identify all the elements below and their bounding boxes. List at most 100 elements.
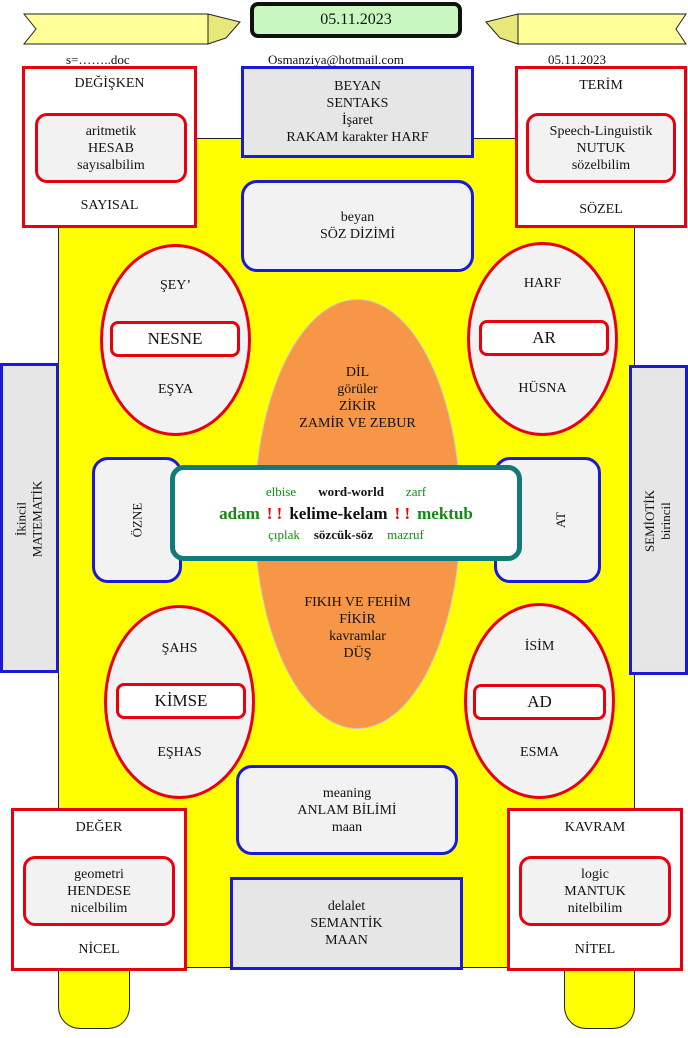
semantik-line: delalet bbox=[327, 899, 366, 914]
fikih-line: kavramlar bbox=[329, 629, 386, 644]
ellipse-ad: İSİM AD ESMA bbox=[464, 603, 615, 799]
fikih-line: FIKIH VE FEHİM bbox=[304, 595, 411, 610]
row2-left: adam bbox=[219, 504, 260, 523]
deger-bottom: NİCEL bbox=[78, 942, 120, 957]
ozne-label: ÖZNE bbox=[128, 502, 144, 538]
row2: adam ! ! kelime-kelam ! ! mektub bbox=[175, 504, 517, 524]
inner-line: geometri bbox=[74, 866, 124, 882]
matematik-line2: MATEMATİK bbox=[29, 480, 44, 558]
file-label: s=……..doc bbox=[66, 52, 130, 67]
fikih-text: FIKIH VE FEHİM FİKİR kavramlar DÜŞ bbox=[254, 594, 461, 662]
degisken-title: DEĞİŞKEN bbox=[74, 76, 145, 91]
ellipse-ad-top: İSİM bbox=[524, 639, 555, 654]
row1-right: zarf bbox=[405, 484, 427, 499]
dil-line: ZAMİR VE ZEBUR bbox=[299, 416, 416, 431]
ozne-box: ÖZNE bbox=[92, 457, 182, 583]
beyan-line: RAKAM karakter HARF bbox=[286, 130, 429, 145]
kavram-box: KAVRAM logic MANTUK nitelbilim NİTEL bbox=[507, 808, 683, 971]
dil-text: DİL görüler ZİKİR ZAMİR VE ZEBUR bbox=[254, 364, 461, 432]
date-right-label: 05.11.2023 bbox=[548, 52, 607, 67]
row3-right: mazruf bbox=[387, 527, 424, 542]
dil-line: görüler bbox=[337, 382, 378, 397]
inner-line: NUTUK bbox=[576, 140, 626, 156]
at-label-wrap: AT bbox=[529, 510, 593, 530]
ellipse-ar-top: HARF bbox=[523, 276, 562, 291]
soz-line: SÖZ DİZİMİ bbox=[319, 227, 396, 242]
matematik-line1: İkincil bbox=[13, 502, 28, 536]
anlam-line: maan bbox=[331, 819, 363, 835]
inner-line: sayısalbilim bbox=[77, 157, 145, 173]
dil-line: DİL bbox=[345, 365, 370, 380]
deger-title: DEĞER bbox=[75, 820, 123, 835]
inner-line: MANTUK bbox=[564, 883, 626, 899]
kavram-bottom: NİTEL bbox=[574, 942, 616, 957]
kavram-title: KAVRAM bbox=[564, 820, 626, 835]
row1-middle: word-world bbox=[318, 484, 384, 499]
dil-line: ZİKİR bbox=[338, 399, 377, 414]
ellipse-kimse-label: KİMSE bbox=[116, 683, 246, 719]
beyan-line: İşaret bbox=[341, 113, 374, 128]
ozne-label-wrap: ÖZNE bbox=[105, 503, 169, 538]
beyan-box: BEYAN SENTAKS İşaret RAKAM karakter HARF bbox=[241, 66, 474, 158]
date-box-text: 05.11.2023 bbox=[320, 11, 392, 28]
row2-excl2: ! ! bbox=[394, 504, 411, 523]
ellipse-ad-label: AD bbox=[473, 684, 606, 720]
soz-line: beyan bbox=[340, 210, 375, 225]
terim-inner: Speech-Linguistik NUTUK sözelbilim bbox=[526, 113, 676, 183]
ellipse-nesne-label: NESNE bbox=[110, 321, 240, 357]
at-label: AT bbox=[552, 512, 568, 528]
semiotik-line2: birincil bbox=[657, 502, 673, 540]
semantik-line: SEMANTİK bbox=[310, 916, 383, 931]
ellipse-ar-label: AR bbox=[479, 320, 609, 356]
inner-line: aritmetik bbox=[85, 123, 137, 139]
terim-bottom: SÖZEL bbox=[579, 202, 623, 217]
semiotik-side-box: SEMİOTİK birincil bbox=[629, 365, 688, 675]
ellipse-kimse-bottom: EŞHAS bbox=[157, 745, 202, 760]
fikih-line: DÜŞ bbox=[343, 646, 372, 661]
ellipse-kimse-top: ŞAHS bbox=[161, 641, 198, 656]
anlam-line: meaning bbox=[322, 785, 372, 801]
inner-line: HESAB bbox=[88, 140, 134, 156]
degisken-inner: aritmetik HESAB sayısalbilim bbox=[35, 113, 187, 183]
date-box: 05.11.2023 bbox=[250, 2, 462, 38]
row3-middle: sözcük-söz bbox=[313, 527, 374, 542]
ellipse-ar-bottom: HÜSNA bbox=[518, 381, 567, 396]
inner-line: logic bbox=[581, 866, 609, 882]
beyan-line: SENTAKS bbox=[326, 96, 389, 111]
row2-right: mektub bbox=[417, 504, 473, 523]
fikih-line: FİKİR bbox=[339, 612, 376, 627]
yellow-leg-left bbox=[58, 967, 130, 1029]
row3-left: çıplak bbox=[268, 527, 300, 542]
banner-right-decoration bbox=[485, 13, 687, 45]
semiotik-line1: SEMİOTİK bbox=[641, 489, 657, 553]
degisken-bottom: SAYISAL bbox=[80, 198, 139, 213]
ellipse-nesne-bottom: EŞYA bbox=[157, 382, 193, 397]
terim-box: TERİM Speech-Linguistik NUTUK sözelbilim… bbox=[515, 66, 687, 228]
matematik-side-box: İkincil MATEMATİK bbox=[0, 363, 59, 673]
yellow-leg-right bbox=[564, 967, 635, 1029]
row2-excl1: ! ! bbox=[266, 504, 283, 523]
ellipse-nesne: ŞEY’ NESNE EŞYA bbox=[100, 244, 251, 436]
ellipse-kimse: ŞAHS KİMSE EŞHAS bbox=[104, 605, 255, 799]
row1: elbise word-world zarf bbox=[175, 484, 517, 500]
deger-box: DEĞER geometri HENDESE nicelbilim NİCEL bbox=[11, 808, 187, 971]
ellipse-ad-bottom: ESMA bbox=[520, 745, 559, 760]
ellipse-nesne-top: ŞEY’ bbox=[159, 278, 192, 293]
ellipse-ar: HARF AR HÜSNA bbox=[467, 242, 618, 436]
email-label: Osmanziya@hotmail.com bbox=[268, 52, 404, 67]
inner-line: nitelbilim bbox=[567, 900, 623, 916]
semantik-box: delalet SEMANTİK MAAN bbox=[230, 877, 463, 970]
terim-title: TERİM bbox=[579, 78, 623, 93]
row2-middle: kelime-kelam bbox=[289, 504, 388, 523]
kelime-kelam-box: elbise word-world zarf adam ! ! kelime-k… bbox=[170, 465, 522, 561]
inner-line: HENDESE bbox=[67, 883, 131, 899]
semantik-line: MAAN bbox=[325, 933, 368, 948]
row1-left: elbise bbox=[265, 484, 297, 499]
anlam-bilimi-box: meaning ANLAM BİLİMİ maan bbox=[236, 765, 458, 855]
deger-inner: geometri HENDESE nicelbilim bbox=[23, 856, 175, 926]
beyan-line: BEYAN bbox=[334, 79, 381, 94]
kavram-inner: logic MANTUK nitelbilim bbox=[519, 856, 671, 926]
degisken-box: DEĞİŞKEN aritmetik HESAB sayısalbilim SA… bbox=[22, 66, 197, 228]
inner-line: sözelbilim bbox=[571, 157, 631, 173]
anlam-line: ANLAM BİLİMİ bbox=[297, 802, 397, 818]
